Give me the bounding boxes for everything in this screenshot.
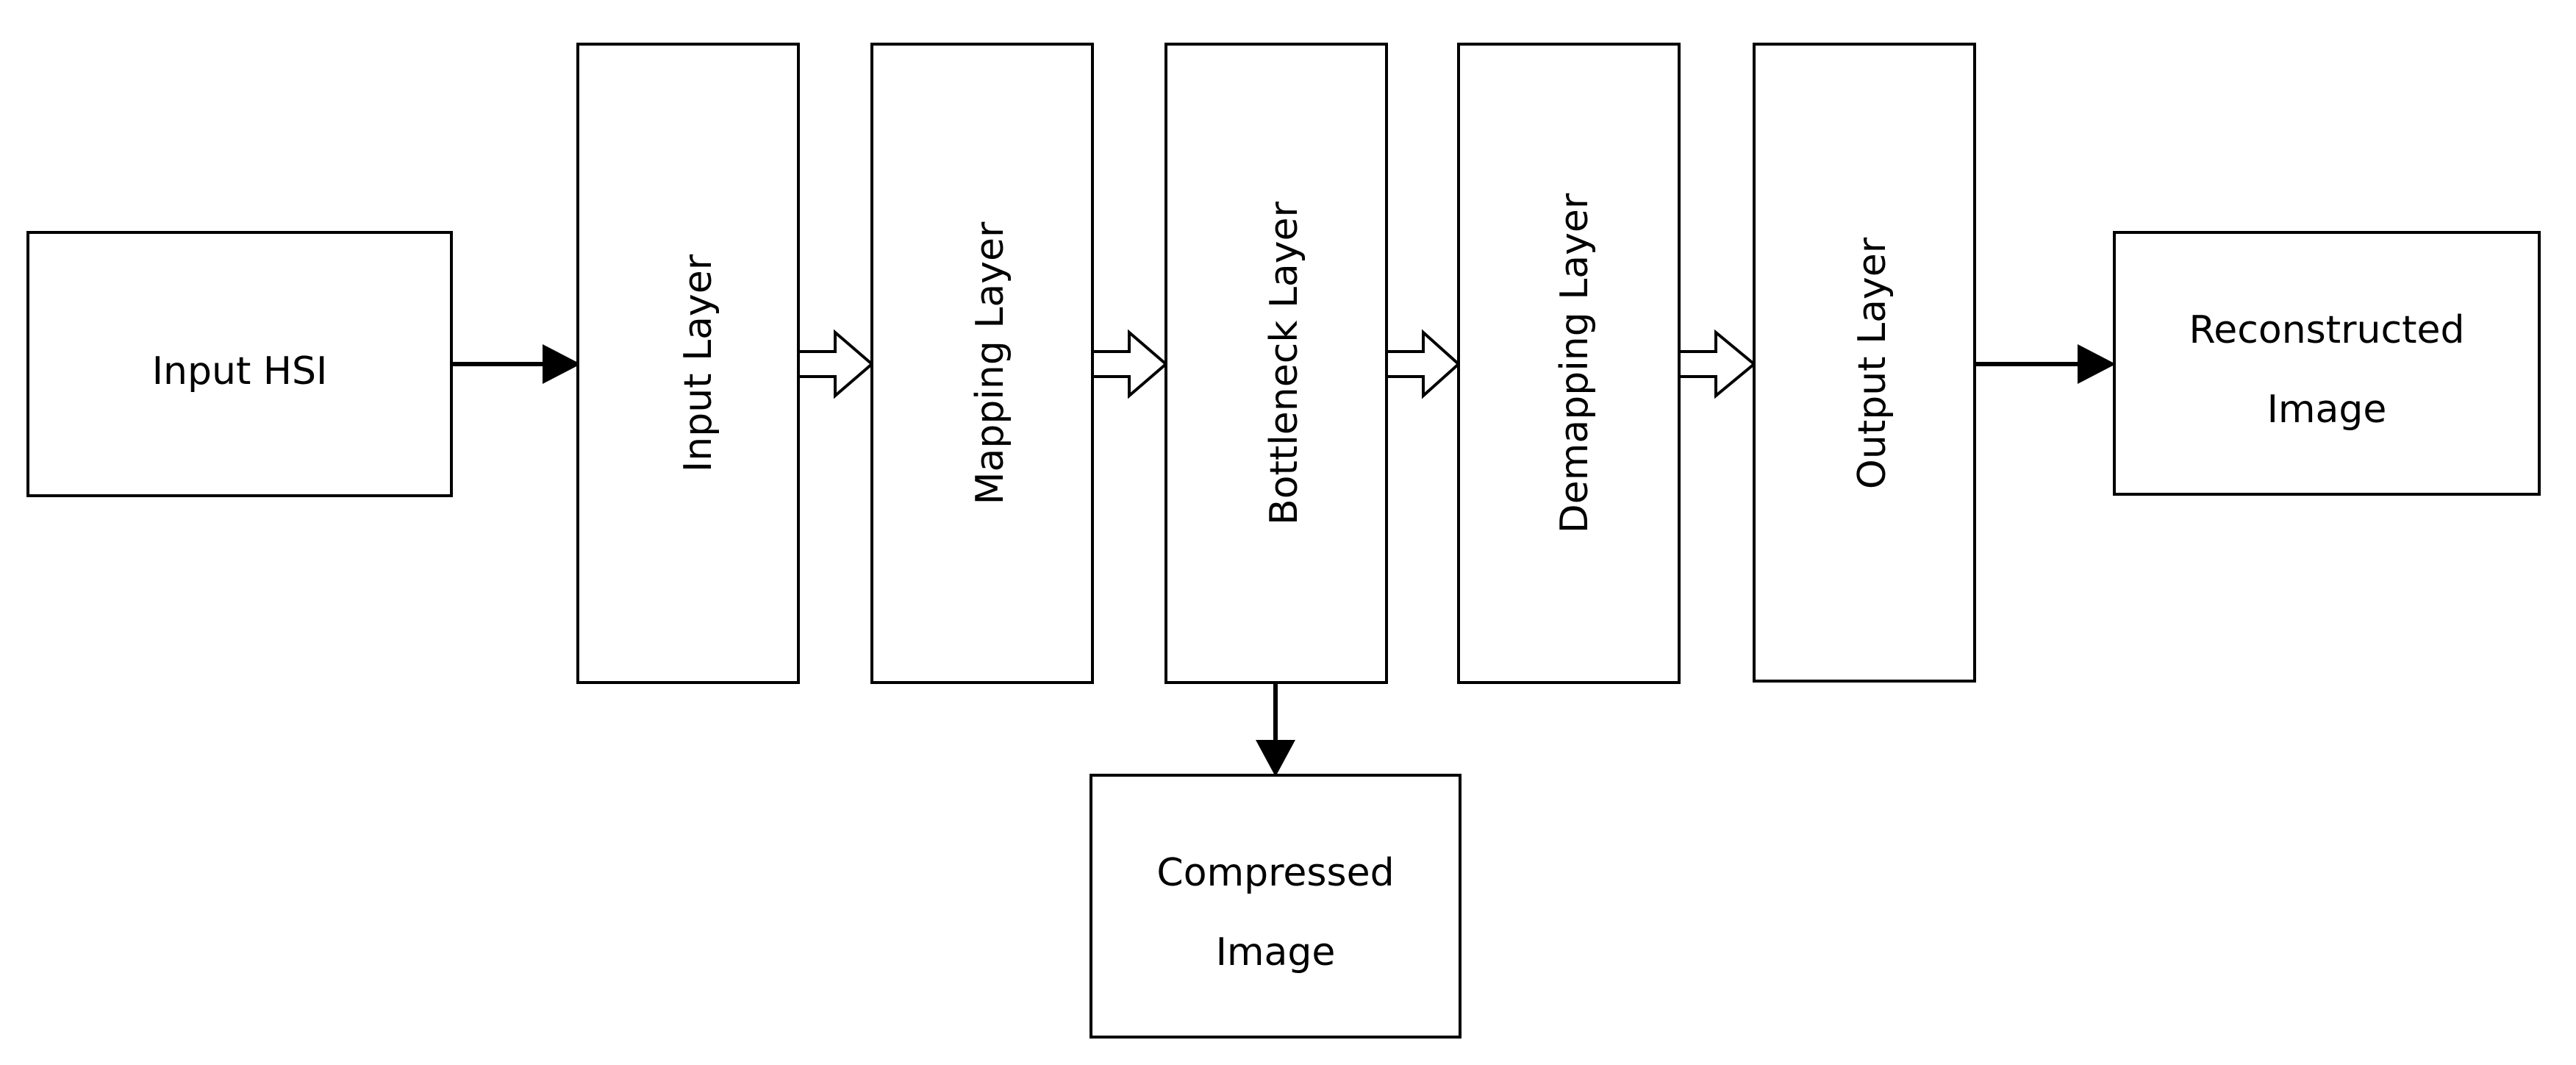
input-hsi-node: Input HSI <box>26 231 453 497</box>
compressed-image-node: Compressed Image <box>1090 774 1461 1039</box>
bottleneck-layer-label: Bottleneck Layer <box>1262 201 1306 524</box>
reconstructed-image-box <box>2113 231 2541 496</box>
demapping-layer-node: Demapping Layer <box>1457 43 1681 684</box>
arrow-bottleneck-to-compressed <box>1256 683 1295 777</box>
hollow-arrow-4 <box>1678 329 1757 399</box>
input-hsi-box <box>26 231 453 497</box>
compressed-image-label-line2: Image <box>1216 930 1336 975</box>
reconstructed-image-label-line2: Image <box>2267 388 2387 432</box>
input-hsi-label: Input HSI <box>152 349 328 393</box>
arrow-input-to-input-layer <box>451 344 581 384</box>
arrow-output-to-reconstructed <box>1975 344 2116 384</box>
input-layer-node: Input Layer <box>576 43 800 684</box>
output-layer-box <box>1753 43 1976 683</box>
input-layer-box <box>576 43 800 684</box>
compressed-image-box <box>1090 774 1461 1039</box>
hollow-arrow-2 <box>1091 329 1169 399</box>
output-layer-node: Output Layer <box>1753 43 1976 683</box>
mapping-layer-node: Mapping Layer <box>870 43 1094 684</box>
reconstructed-image-node: Reconstructed Image <box>2113 231 2541 496</box>
demapping-layer-label: Demapping Layer <box>1553 193 1597 533</box>
hollow-arrow-1 <box>797 329 875 399</box>
output-layer-label: Output Layer <box>1850 237 1895 489</box>
input-layer-label: Input Layer <box>676 254 720 472</box>
bottleneck-layer-node: Bottleneck Layer <box>1164 43 1388 684</box>
reconstructed-image-label-line1: Reconstructed <box>2189 308 2465 352</box>
mapping-layer-label: Mapping Layer <box>968 221 1012 505</box>
compressed-image-label-line1: Compressed <box>1156 851 1394 895</box>
mapping-layer-box <box>870 43 1094 684</box>
hollow-arrow-3 <box>1385 329 1461 399</box>
